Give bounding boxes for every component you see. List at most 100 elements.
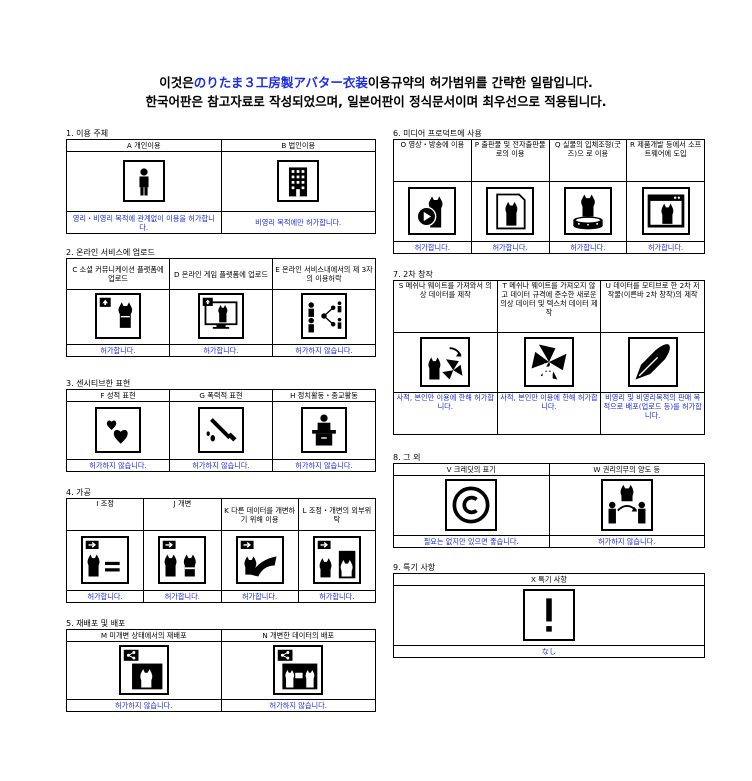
item-P-label: P 출판물 및 전자출판물로의 이용 bbox=[470, 139, 550, 182]
section-title: 2. 온라인 서비스에 업로드 bbox=[66, 248, 155, 257]
exclamation-icon bbox=[523, 588, 575, 641]
section-title: 3. 센시티브한 표현 bbox=[66, 379, 131, 388]
distribute-modified-icon bbox=[273, 644, 324, 695]
section-redistribution: 5. 재배포 및 배포 M 미개변 상태에서의 재배포 N 개변한 데이터의 배… bbox=[66, 618, 376, 712]
item-C-label: C 소셜 커뮤니케이션 플랫폼에 업로드 bbox=[66, 258, 170, 290]
section-other: 8. 그 외 V 크레딧의 표기 W 권리의무의 양도 등 필요는 없지만 있으… bbox=[393, 452, 705, 548]
item-E-note: 허가하지 않습니다. bbox=[272, 344, 376, 357]
item-W-label: W 권리의무의 양도 등 bbox=[548, 463, 705, 476]
item-D-note: 허가합니다. bbox=[169, 344, 273, 357]
item-A-note: 영리・비영리 목적에 관계없이 이용을 허가합니다. bbox=[66, 211, 222, 234]
transfer-rights-icon bbox=[600, 478, 653, 531]
item-J-note: 허가합니다. bbox=[143, 590, 222, 603]
video-icon bbox=[408, 186, 457, 235]
title-line-1: 이것은のりたま３工房製アバター衣装이용규약의 허가범위를 간략한 일람입니다. bbox=[159, 75, 593, 90]
section-table: A 개인이용 B 법인이용 영리・비영리 목적에 관계없이 이용을 허가합니다.… bbox=[66, 139, 376, 234]
item-F-label: F 성적 표현 bbox=[66, 389, 170, 402]
item-E-label: E 온라인 서비스내에서의 제 3자의 이용허락 bbox=[272, 258, 376, 290]
section-derivative: 7. 2차 창작 S 메쉬나 웨이트를 가져와서 의상 데이터를 제작 T 메쉬… bbox=[393, 269, 705, 435]
item-F-note: 허가하지 않습니다. bbox=[66, 459, 170, 472]
item-N-note: 허가하지 않습니다. bbox=[220, 699, 376, 712]
item-L-note: 허가합니다. bbox=[297, 590, 377, 603]
item-B-label: B 법인이용 bbox=[220, 139, 376, 152]
person-icon bbox=[122, 159, 165, 202]
section-processing: 4. 가공 I 조정 J 개변 K 다른 데이터를 개변하기 위해 이용 L 조… bbox=[65, 487, 377, 603]
pen-icon bbox=[627, 336, 678, 387]
item-Q-note: 허가합니다. bbox=[548, 241, 628, 254]
item-B-note: 비영리 목적에만 허가합니다. bbox=[220, 211, 376, 234]
copyright-icon bbox=[445, 478, 498, 531]
redistribute-icon bbox=[118, 644, 169, 695]
section-sensitive: 3. 센시티브한 표현 F 성적 표현 G 폭력적 표현 H 정치활동・종교활동… bbox=[66, 378, 376, 472]
item-C-note: 허가합니다. bbox=[66, 344, 170, 357]
item-J-label: J 개변 bbox=[143, 498, 222, 531]
section-table: V 크레딧의 표기 W 권리의무의 양도 등 필요는 없지만 있으면 좋습니다.… bbox=[393, 463, 705, 548]
item-N-label: N 개변한 데이터의 배포 bbox=[220, 629, 376, 642]
upload-cat-icon bbox=[95, 293, 141, 339]
share-users-icon bbox=[301, 293, 347, 339]
item-I-note: 허가합니다. bbox=[65, 590, 145, 603]
section-title: 6. 미디어 프로덕트에 사용 bbox=[393, 129, 482, 138]
adjust-icon bbox=[81, 535, 130, 584]
section-table: F 성적 표현 G 폭력적 표현 H 정치활동・종교활동 허가하지 않습니다. … bbox=[66, 389, 376, 472]
modify-icon bbox=[158, 535, 207, 584]
section-usage-subject: 1. 이용 주체 A 개인이용 B 법인이용 영리・비영리 목적에 관계없이 이… bbox=[66, 128, 376, 234]
item-V-note: 필요는 없지만 있으면 좋습니다. bbox=[393, 535, 550, 548]
item-O-note: 허가합니다. bbox=[393, 241, 472, 254]
figure-icon bbox=[563, 186, 612, 235]
item-H-note: 허가하지 않습니다. bbox=[272, 459, 376, 472]
section-special-notes: 9. 특기 사항 X 특기 사항 なし bbox=[393, 562, 705, 658]
item-D-label: D 온라인 게임 플랫폼에 업로드 bbox=[169, 258, 273, 290]
item-M-label: M 미개변 상태에서의 재배포 bbox=[66, 629, 222, 642]
hearts-icon bbox=[95, 406, 141, 453]
section-table: I 조정 J 개변 K 다른 데이터를 개변하기 위해 이용 L 조정・개변의 … bbox=[65, 498, 377, 603]
section-table: C 소셜 커뮤니케이션 플랫폼에 업로드 D 온라인 게임 플랫폼에 업로드 E… bbox=[66, 258, 376, 357]
item-S-label: S 메쉬나 웨이트를 가져와서 의상 데이터를 제작 bbox=[393, 280, 498, 333]
item-R-label: R 제품개발 등에서 소프트웨어에 도입 bbox=[626, 139, 705, 182]
section-online-upload: 2. 온라인 서비스에 업로드 C 소셜 커뮤니케이션 플랫폼에 업로드 D 온… bbox=[66, 247, 376, 357]
page-title: 이것은のりたま３工房製アバター衣装이용규약의 허가범위를 간략한 일람입니다. … bbox=[0, 73, 752, 111]
section-table: M 미개변 상태에서의 재배포 N 개변한 데이터의 배포 허가하지 않습니다.… bbox=[66, 629, 376, 712]
publication-icon bbox=[486, 186, 535, 235]
section-title: 5. 재배포 및 배포 bbox=[66, 619, 126, 628]
transfer-icon bbox=[235, 535, 284, 584]
item-M-note: 허가하지 않습니다. bbox=[66, 699, 222, 712]
item-X-label: X 특기 사항 bbox=[393, 573, 705, 586]
item-T-label: T 메쉬나 웨이트를 가져오지 않고 데이터 규격에 준수한 새로운 의상 데이… bbox=[496, 280, 602, 333]
item-L-label: L 조정・개변의 외부위탁 bbox=[297, 498, 377, 531]
section-title: 9. 특기 사항 bbox=[393, 563, 436, 572]
item-G-label: G 폭력적 표현 bbox=[169, 389, 273, 402]
item-U-label: U 데이터를 모티브로 한 2차 저작물(이른바 2차 창작)의 제작 bbox=[600, 280, 705, 333]
item-X-note: なし bbox=[393, 645, 705, 658]
item-V-label: V 크레딧의 표기 bbox=[393, 463, 550, 476]
item-G-note: 허가하지 않습니다. bbox=[169, 459, 273, 472]
title-line-2: 한국어판은 참고자료로 작성되었으며, 일본어판이 정식문서이며 최우선으로 적… bbox=[145, 94, 607, 109]
item-R-note: 허가합니다. bbox=[626, 241, 705, 254]
product-name: のりたま３工房製アバター衣装 bbox=[193, 75, 368, 90]
section-title: 8. 그 외 bbox=[393, 453, 421, 462]
item-S-note: 사적, 본인만 이용에 한해 허가합니다. bbox=[393, 392, 498, 435]
item-Q-label: Q 실물의 입체조형(굿즈)으 로 이용 bbox=[548, 139, 628, 182]
item-T-note: 사적, 본인만 이용에 한해 허가합니다. bbox=[496, 392, 602, 435]
pinwheel-icon bbox=[523, 336, 574, 387]
section-title: 4. 가공 bbox=[66, 488, 91, 497]
knife-icon bbox=[198, 406, 244, 453]
section-table: S 메쉬나 웨이트를 가져와서 의상 데이터를 제작 T 메쉬나 웨이트를 가져… bbox=[393, 280, 705, 435]
item-P-note: 허가합니다. bbox=[470, 241, 550, 254]
item-U-note: 비영리 및 비영리목적의 판매 목적으로 배포(업로드 등)를 허가합니다. bbox=[600, 392, 705, 435]
section-title: 7. 2차 창작 bbox=[393, 270, 433, 279]
item-K-note: 허가합니다. bbox=[220, 590, 299, 603]
item-W-note: 허가하지 않습니다. bbox=[548, 535, 705, 548]
section-title: 1. 이용 주체 bbox=[66, 129, 109, 138]
podium-icon bbox=[301, 406, 347, 453]
item-I-label: I 조정 bbox=[65, 498, 145, 531]
item-H-label: H 정치활동・종교활동 bbox=[272, 389, 376, 402]
item-O-label: O 영상・방송에 이용 bbox=[393, 139, 472, 182]
item-K-label: K 다른 데이터를 개변하기 위해 이용 bbox=[220, 498, 299, 531]
item-A-label: A 개인이용 bbox=[66, 139, 222, 152]
section-table: O 영상・방송에 이용 P 출판물 및 전자출판물로의 이용 Q 실물의 입체조… bbox=[393, 139, 705, 254]
outsource-icon bbox=[312, 535, 361, 584]
software-icon bbox=[641, 186, 690, 235]
building-icon bbox=[277, 159, 320, 202]
upload-monitor-icon bbox=[198, 293, 244, 339]
